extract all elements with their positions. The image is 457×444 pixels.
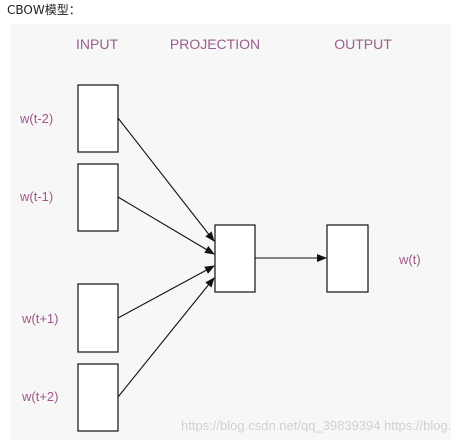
arrow-input-t-minus-1	[117, 196, 215, 255]
header-output: OUTPUT	[334, 36, 392, 52]
input-box-t-plus-2	[77, 363, 119, 432]
input-box-t-minus-1	[77, 163, 119, 232]
page-title: CBOW模型：	[7, 3, 81, 17]
cbow-diagram-svg: INPUT PROJECTION OUTPUT w(t-2) w(t-1) w(…	[19, 36, 457, 433]
input-label-t-plus-1: w(t+1)	[21, 311, 58, 326]
output-box	[326, 224, 369, 293]
cbow-diagram: INPUT PROJECTION OUTPUT w(t-2) w(t-1) w(…	[11, 24, 457, 440]
input-label-t-minus-1: w(t-1)	[19, 189, 53, 204]
output-label: w(t)	[398, 252, 421, 267]
header-projection: PROJECTION	[170, 36, 260, 52]
input-label-t-minus-2: w(t-2)	[19, 111, 53, 126]
input-label-t-plus-2: w(t+2)	[21, 389, 58, 404]
projection-box	[214, 224, 256, 293]
input-box-t-plus-1	[77, 283, 119, 353]
arrow-input-t-minus-2	[117, 117, 215, 242]
arrow-input-t-plus-1	[117, 265, 215, 319]
watermark-text: https://blog.csdn.net/qq_39839394 https:…	[181, 418, 451, 433]
header-input: INPUT	[76, 36, 118, 52]
input-box-t-minus-2	[77, 84, 119, 153]
arrow-input-t-plus-2	[117, 277, 215, 398]
